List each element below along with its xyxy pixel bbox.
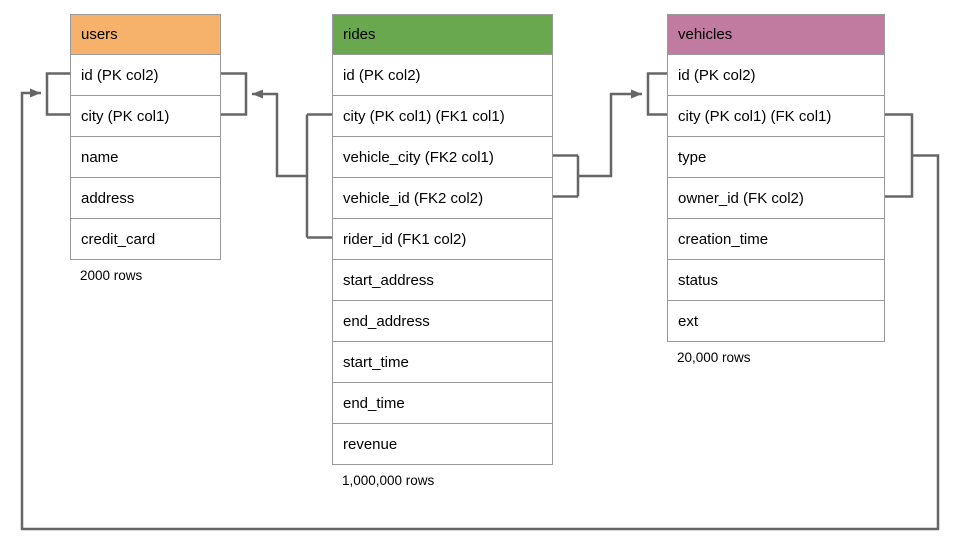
column-cell: city (PK col1) (FK col1) — [668, 95, 884, 136]
vehicles-fk-loop-line — [20, 88, 940, 531]
column-cell: id (PK col2) — [71, 54, 220, 95]
vehicles-row-count-label: 20,000 rows — [677, 350, 751, 365]
users-pk-bracket-right — [221, 72, 248, 116]
column-cell: address — [71, 177, 220, 218]
column-cell: name — [71, 136, 220, 177]
rides-row-count-label: 1,000,000 rows — [342, 473, 435, 488]
column-cell: city (PK col1) — [71, 95, 220, 136]
table-vehicles-header: vehicles — [668, 15, 884, 54]
table-users-header: users — [71, 15, 220, 54]
column-cell: type — [668, 136, 884, 177]
column-cell: ext — [668, 300, 884, 341]
column-cell: id (PK col2) — [333, 54, 552, 95]
table-rides-header: rides — [333, 15, 552, 54]
users-row-count-label: 2000 rows — [80, 268, 143, 283]
column-cell: id (PK col2) — [668, 54, 884, 95]
column-cell: end_address — [333, 300, 552, 341]
table-vehicles-columns: id (PK col2)city (PK col1) (FK col1)type… — [668, 54, 884, 341]
connector-rides-to-users — [221, 72, 332, 239]
column-cell: end_time — [333, 382, 552, 423]
column-cell: creation_time — [668, 218, 884, 259]
vehicles-pk-bracket-left — [646, 72, 667, 116]
rides-fk1-line — [252, 94, 332, 239]
connector-rides-to-vehicles — [553, 72, 667, 198]
table-rides-columns: id (PK col2)city (PK col1) (FK1 col1)veh… — [333, 54, 552, 464]
column-cell: revenue — [333, 423, 552, 464]
column-cell: vehicle_id (FK2 col2) — [333, 177, 552, 218]
column-cell: city (PK col1) (FK1 col1) — [333, 95, 552, 136]
vehicles-fk-bracket-right — [885, 113, 914, 198]
column-cell: vehicle_city (FK2 col1) — [333, 136, 552, 177]
table-vehicles: vehicles id (PK col2)city (PK col1) (FK … — [667, 14, 885, 365]
column-cell: start_address — [333, 259, 552, 300]
column-cell: credit_card — [71, 218, 220, 259]
rides-fk2-line — [553, 94, 642, 198]
column-cell: start_time — [333, 341, 552, 382]
connector-vehicles-to-users — [20, 72, 940, 531]
users-pk-bracket-left — [45, 72, 70, 116]
column-cell: rider_id (FK1 col2) — [333, 218, 552, 259]
column-cell: status — [668, 259, 884, 300]
table-rides: rides id (PK col2)city (PK col1) (FK1 co… — [332, 14, 553, 488]
column-cell: owner_id (FK col2) — [668, 177, 884, 218]
